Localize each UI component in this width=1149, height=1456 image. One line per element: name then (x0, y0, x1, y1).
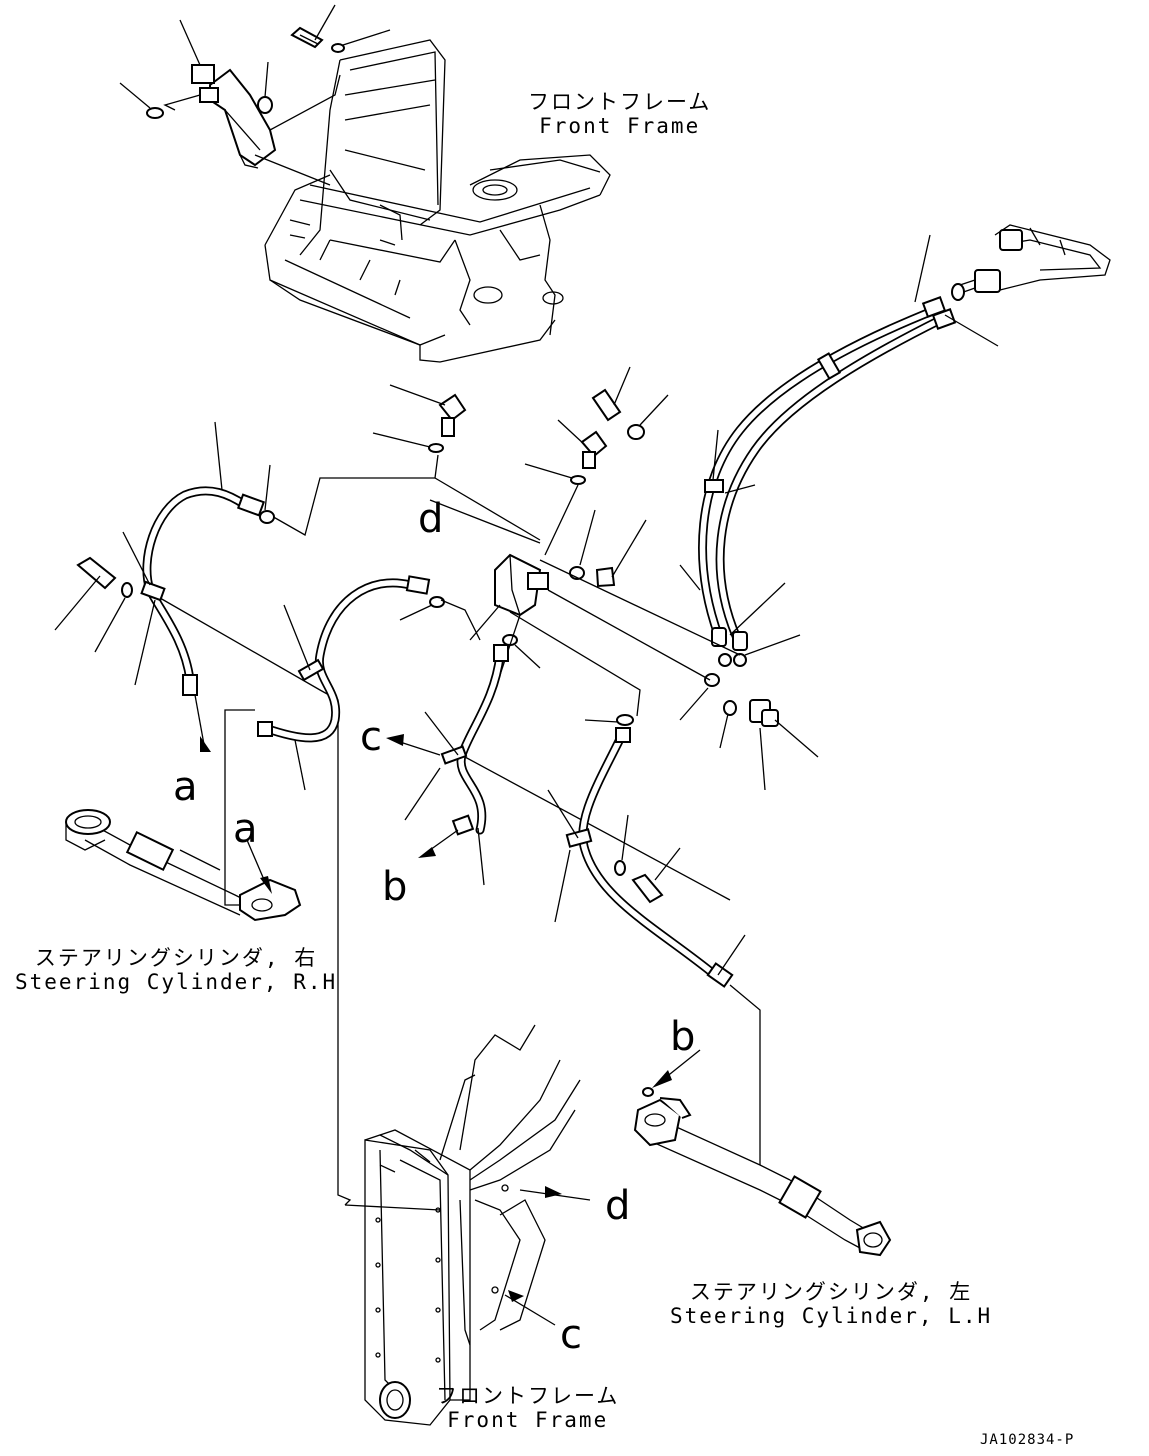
right-fittings (679, 653, 819, 791)
callout-b-center: b (382, 864, 408, 910)
top-mount-bracket (119, 19, 341, 186)
center-manifold-block (269, 454, 741, 717)
steering-rh-jp: ステアリングシリンダ, 右 (34, 946, 318, 970)
right-pipe-assembly (951, 224, 1111, 301)
front-frame-bottom-jp: フロントフレーム (436, 1384, 620, 1408)
callout-b-cylinder: b (670, 1014, 696, 1060)
long-hoses-right (679, 234, 999, 656)
center-hose-to-b (386, 644, 731, 901)
steering-rh-en: Steering Cylinder, R.H (15, 970, 338, 994)
front-frame-top-jp: フロントフレーム (528, 90, 712, 114)
center-top-fittings (372, 366, 669, 485)
front-frame-bottom-label: フロントフレーム Front Frame (436, 1384, 619, 1432)
callout-c-frame: c (560, 1312, 582, 1358)
left-hose-assembly (54, 421, 352, 1206)
top-bolt-and-washer (290, 4, 391, 53)
callout-a-left: a (173, 764, 198, 810)
callout-a-cylinder: a (233, 806, 258, 852)
callout-c-center: c (360, 714, 382, 760)
front-frame-top (264, 39, 611, 363)
steering-cylinder-lh (633, 1049, 892, 1257)
front-frame-bottom (344, 1024, 591, 1426)
drawing-code: JA102834-P (980, 1432, 1075, 1448)
front-frame-top-label: フロントフレーム Front Frame (528, 90, 711, 138)
front-frame-top-en: Front Frame (539, 114, 701, 138)
callout-d-center: d (418, 496, 444, 542)
steering-lh-label: ステアリングシリンダ, 左 Steering Cylinder, L.H (670, 1280, 992, 1328)
steering-lh-jp: ステアリングシリンダ, 左 (689, 1280, 973, 1304)
steering-cylinder-rh (65, 809, 302, 922)
front-frame-bottom-en: Front Frame (447, 1408, 609, 1432)
steering-lh-en: Steering Cylinder, L.H (670, 1304, 993, 1328)
mid-left-hose (257, 575, 481, 791)
steering-rh-label: ステアリングシリンダ, 右 Steering Cylinder, R.H (15, 946, 337, 994)
callout-d-frame: d (605, 1183, 631, 1229)
right-center-hose (547, 714, 761, 1165)
